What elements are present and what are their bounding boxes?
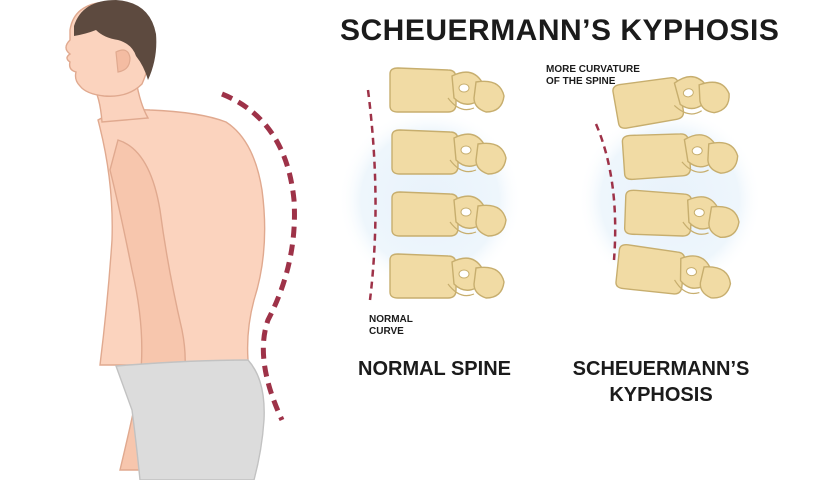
annotation-line: CURVE [369, 326, 404, 337]
hair [74, 0, 157, 80]
normal-spine-illustration [338, 67, 522, 301]
spine-curve-marker [221, 91, 297, 422]
normal-curve-marker [366, 89, 377, 301]
annotation-normal-curve: NORMAL CURVE [369, 314, 413, 338]
person-figure [65, 0, 297, 480]
annotation-line: NORMAL [369, 314, 413, 325]
annotation-line: OF THE SPINE [546, 76, 616, 87]
ear [115, 49, 131, 73]
diagram-title: SCHEUERMANN’S KYPHOSIS [340, 14, 780, 47]
label-normal-spine: NORMAL SPINE [358, 358, 511, 380]
kyphotic-spine-illustration [578, 65, 762, 301]
kyphosis-curve-marker [594, 123, 617, 261]
annotation-more-curvature: MORE CURVATURE OF THE SPINE [546, 64, 640, 88]
pants [115, 359, 265, 480]
annotation-line: MORE CURVATURE [546, 64, 640, 75]
label-scheuermanns-kyphosis: SCHEUERMANN’S KYPHOSIS [572, 358, 750, 406]
